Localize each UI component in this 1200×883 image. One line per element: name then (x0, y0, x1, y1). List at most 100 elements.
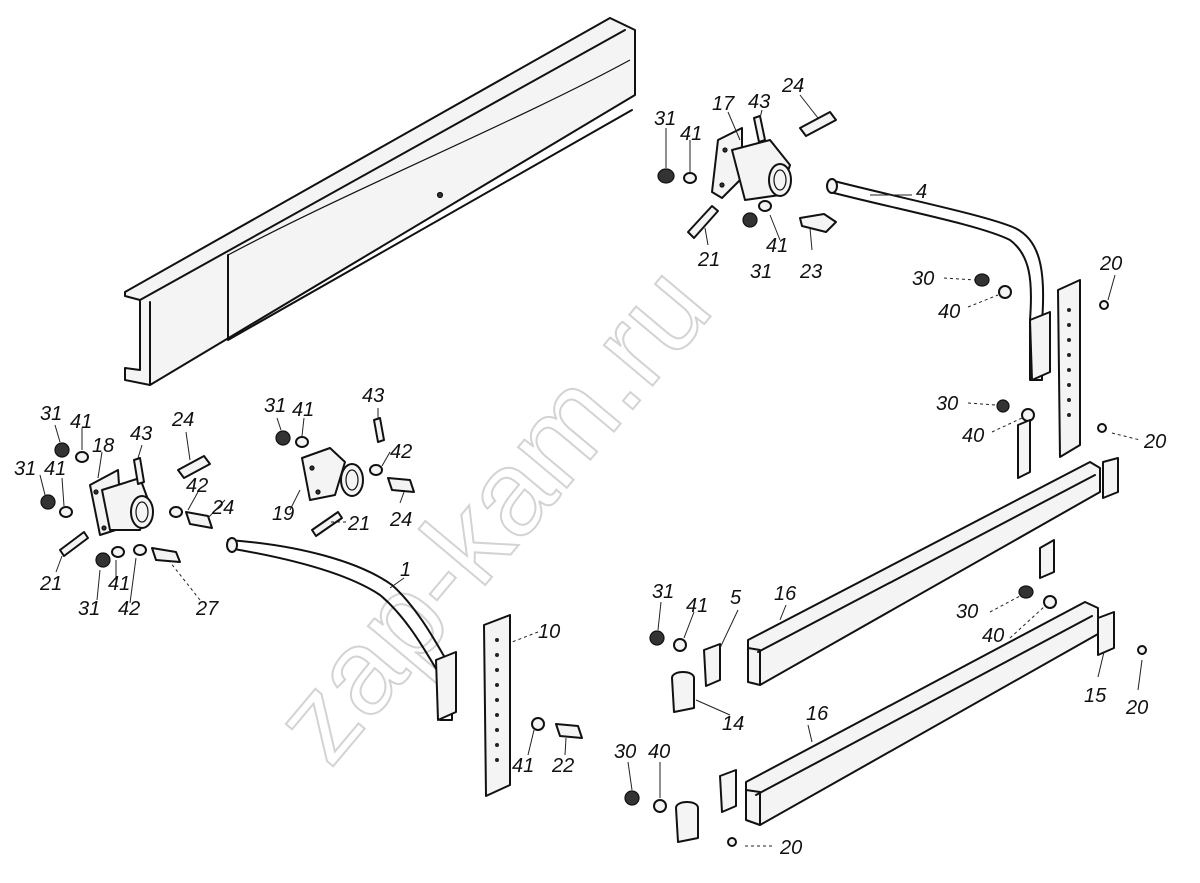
bracket-19 (301, 447, 364, 501)
washer-40-a (998, 285, 1012, 299)
sleeve-lower (675, 801, 699, 843)
clamp-15-lower (1097, 611, 1115, 656)
bolt-43-upper (753, 115, 766, 143)
nut-31-upper (657, 168, 675, 184)
plate-5 (703, 643, 721, 687)
callout-20: 20 (779, 837, 802, 859)
washer-41-upper (683, 172, 697, 184)
callout-22: 22 (551, 755, 574, 777)
callout-24: 24 (171, 409, 194, 431)
callout-31: 31 (750, 261, 772, 283)
callout-20: 20 (1143, 431, 1166, 453)
strip-plate-10 (483, 614, 511, 797)
stay-4 (826, 178, 1051, 381)
callout-43: 43 (362, 385, 384, 407)
callout-labels: 31 41 17 43 24 4 21 41 31 23 20 30 40 30… (14, 75, 1166, 859)
callout-10: 10 (538, 621, 560, 643)
callout-23: 23 (799, 261, 822, 283)
callout-31: 31 (78, 598, 100, 620)
callout-42: 42 (186, 475, 208, 497)
bolt-24-left-b (185, 511, 213, 529)
callout-41: 41 (680, 123, 702, 145)
clamp-15-upper (1102, 457, 1119, 499)
washer-42-l1 (133, 544, 147, 556)
callout-40: 40 (982, 625, 1004, 647)
washer-41-lower2 (673, 638, 687, 652)
callout-43: 43 (748, 91, 770, 113)
callout-15: 15 (1084, 685, 1107, 707)
callout-41: 41 (108, 573, 130, 595)
nut-31-l3 (95, 552, 111, 568)
clip-20-c (1137, 645, 1147, 655)
nut-30-lower (624, 790, 640, 806)
washer-40-c (1043, 595, 1057, 609)
washer-42-m (369, 464, 383, 476)
callout-31: 31 (264, 395, 286, 417)
callout-5: 5 (730, 587, 742, 609)
callout-40: 40 (962, 425, 984, 447)
nut-30-a (974, 273, 990, 287)
strip-plate-right (1057, 279, 1081, 458)
washer-41-mid (758, 200, 772, 212)
callout-1: 1 (400, 559, 411, 581)
washer-41-l2 (59, 506, 73, 518)
callout-30: 30 (614, 741, 636, 763)
clip-20-d (727, 837, 737, 847)
clip-20-b (1097, 423, 1107, 433)
callout-41: 41 (512, 755, 534, 777)
bolt-23 (799, 213, 837, 233)
pin-21-left (59, 531, 89, 557)
callout-4: 4 (916, 181, 927, 203)
washer-41-l3 (111, 546, 125, 558)
callout-24: 24 (781, 75, 804, 97)
nut-31-m (275, 430, 291, 446)
washer-41-lower (531, 717, 545, 731)
nut-30-c (1018, 585, 1034, 599)
stay-1 (226, 537, 457, 721)
nut-31-lower (649, 630, 665, 646)
callout-14: 14 (722, 713, 744, 735)
callout-20: 20 (1125, 697, 1148, 719)
callout-27: 27 (195, 598, 219, 620)
callout-30: 30 (912, 268, 934, 290)
nut-31-l2 (40, 494, 56, 510)
nut-30-b (996, 399, 1010, 413)
callout-16: 16 (774, 583, 797, 605)
callout-40: 40 (938, 301, 960, 323)
bracket-17 (711, 127, 792, 201)
bolt-24-left (177, 455, 211, 479)
callout-31: 31 (654, 108, 676, 130)
callout-17: 17 (712, 93, 735, 115)
callout-31: 31 (14, 458, 36, 480)
sleeve-14 (671, 671, 695, 713)
washer-40-lower (653, 799, 667, 813)
callout-21: 21 (347, 513, 370, 535)
clip-plate-upper (1017, 419, 1031, 479)
bolt-43-mid (373, 417, 385, 443)
pin-21-upper (687, 205, 719, 239)
callout-20: 20 (1099, 253, 1122, 275)
callout-24: 24 (389, 509, 412, 531)
nut-31-l1 (54, 442, 70, 458)
callout-41: 41 (766, 235, 788, 257)
washer-42-l2 (169, 506, 183, 518)
washer-41-m (295, 436, 309, 448)
callout-21: 21 (39, 573, 62, 595)
callout-42: 42 (118, 598, 140, 620)
bolt-24-mid (387, 477, 415, 493)
bolt-27 (151, 547, 181, 563)
callout-21: 21 (697, 249, 720, 271)
washer-41-l1 (75, 451, 89, 463)
callout-31: 31 (652, 581, 674, 603)
washer-40-b (1021, 408, 1035, 422)
bolt-22 (555, 723, 583, 739)
callout-41: 41 (44, 458, 66, 480)
callout-42: 42 (390, 441, 412, 463)
pin-21-mid (311, 511, 343, 537)
leader-lines (39, 94, 1143, 847)
callout-30: 30 (956, 601, 978, 623)
callout-43: 43 (130, 423, 152, 445)
callout-30: 30 (936, 393, 958, 415)
callout-18: 18 (92, 435, 114, 457)
bracket-18 (89, 469, 154, 536)
